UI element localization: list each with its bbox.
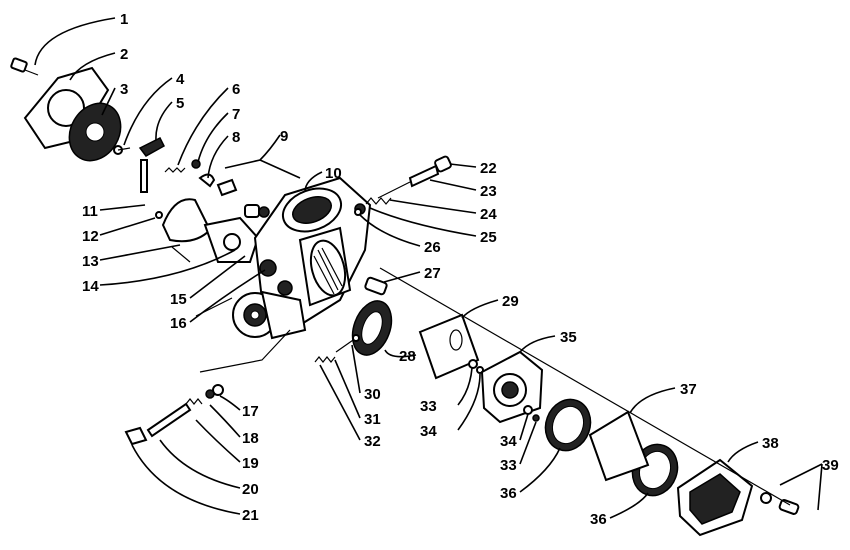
callout-31: 31 — [364, 411, 381, 428]
callout-10: 10 — [325, 165, 342, 182]
parts-illustration — [10, 57, 800, 537]
callout-25: 25 — [480, 229, 497, 246]
callout-4: 4 — [176, 71, 185, 88]
callout-29: 29 — [502, 293, 519, 310]
callout-28: 28 — [399, 348, 416, 365]
callout-17: 17 — [242, 403, 259, 420]
callout-36-right: 36 — [590, 511, 607, 528]
callout-27: 27 — [424, 265, 441, 282]
callout-7: 7 — [232, 106, 240, 123]
callout-36-left: 36 — [500, 485, 517, 502]
callout-8: 8 — [232, 129, 240, 146]
part-pump-diaphragm — [68, 102, 122, 162]
callout-6: 6 — [232, 81, 240, 98]
callout-11: 11 — [82, 203, 98, 220]
callout-15: 15 — [170, 291, 187, 308]
callout-22: 22 — [480, 160, 497, 177]
callout-13: 13 — [82, 253, 99, 270]
part-metering-cover — [676, 458, 754, 537]
callout-labels: 1 2 3 4 5 6 7 8 9 10 11 12 13 14 15 16 1… — [82, 11, 839, 528]
callout-5: 5 — [176, 95, 184, 112]
part-carburetor-body — [232, 176, 372, 340]
part-metering-gasket — [418, 313, 480, 380]
part-metering-housing — [480, 350, 544, 424]
callout-26: 26 — [424, 239, 441, 256]
callout-35: 35 — [560, 329, 577, 346]
callout-33-upper: 33 — [420, 398, 437, 415]
callout-37: 37 — [680, 381, 697, 398]
callout-34-upper: 34 — [420, 423, 437, 440]
callout-16: 16 — [170, 315, 187, 332]
callout-33-lower: 33 — [500, 457, 517, 474]
part-screw-1 — [10, 57, 39, 76]
callout-3: 3 — [120, 81, 128, 98]
callout-23: 23 — [480, 183, 497, 200]
callout-1: 1 — [120, 11, 128, 28]
part-throttle-cover — [161, 198, 212, 243]
callout-9: 9 — [280, 128, 288, 145]
callout-leaders — [34, 17, 823, 519]
callout-20: 20 — [242, 481, 259, 498]
callout-2: 2 — [120, 46, 128, 63]
callout-12: 12 — [82, 228, 99, 245]
callout-30: 30 — [364, 386, 381, 403]
callout-14: 14 — [82, 278, 99, 295]
callout-18: 18 — [242, 430, 259, 447]
callout-21: 21 — [242, 507, 259, 524]
callout-39: 39 — [822, 457, 839, 474]
callout-19: 19 — [242, 455, 259, 472]
callout-34-lower: 34 — [500, 433, 517, 450]
callout-24: 24 — [480, 206, 497, 223]
callout-38: 38 — [762, 435, 779, 452]
callout-32: 32 — [364, 433, 381, 450]
